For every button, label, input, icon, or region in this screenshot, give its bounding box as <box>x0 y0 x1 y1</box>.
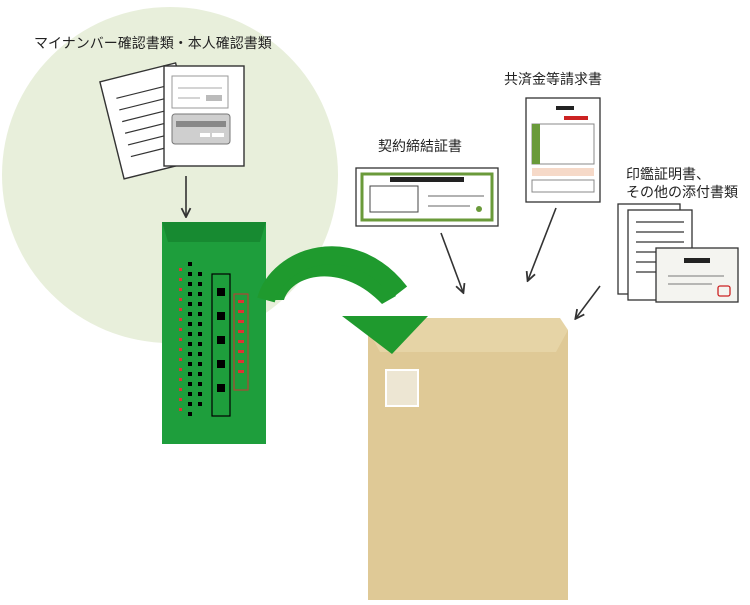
postcard-icon <box>655 247 739 303</box>
certificate-icon <box>355 167 499 227</box>
arrow-form-to-envelope <box>528 207 557 280</box>
label-contract-cert: 契約締結証書 <box>378 139 462 155</box>
label-mynumber-docs: マイナンバー確認書類・本人確認書類 <box>34 36 272 52</box>
form-document-icon <box>525 97 601 203</box>
arrow-attachments-to-envelope <box>576 285 601 318</box>
label-kyosai-form: 共済金等請求書 <box>504 72 602 88</box>
green-envelope-icon <box>162 222 266 444</box>
document-stack-icon <box>99 62 245 180</box>
curved-arrow-body <box>257 246 408 304</box>
curved-arrow-head <box>342 316 428 354</box>
id-card-icon <box>171 113 231 145</box>
arrow-certificate-to-envelope <box>440 232 463 292</box>
label-seal-cert-line2: その他の添付書類 <box>626 185 738 201</box>
kraft-envelope-icon <box>368 318 568 600</box>
label-seal-cert-line1: 印鑑証明書、 <box>626 167 710 183</box>
